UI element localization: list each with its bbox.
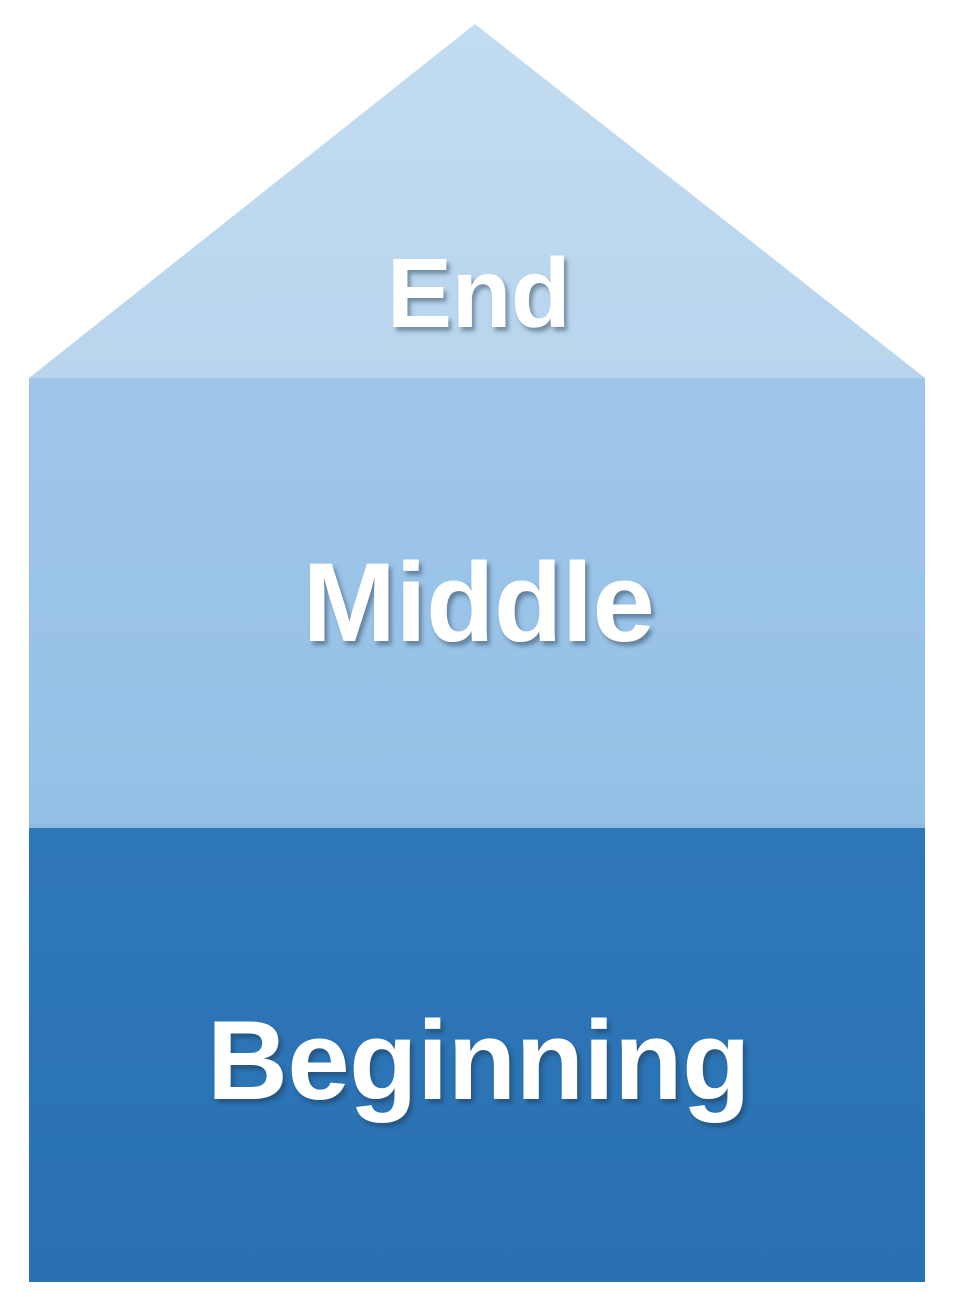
band-label-middle: Middle [302, 540, 655, 665]
band-divider-middle-beginning [29, 824, 925, 828]
band-label-end: End [386, 238, 571, 348]
band-shape-middle[interactable] [29, 378, 925, 828]
band-shape-beginning[interactable] [29, 828, 925, 1282]
band-label-beginning: Beginning [207, 998, 750, 1123]
band-shape-end[interactable] [29, 24, 925, 378]
